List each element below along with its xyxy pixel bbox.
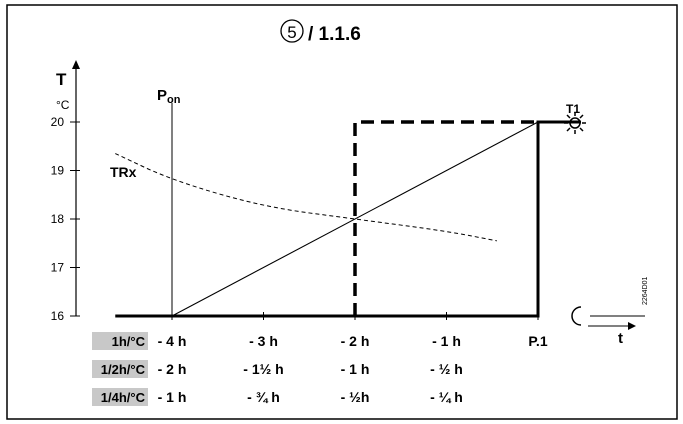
row-label-bg — [92, 360, 148, 378]
table-cell: - 4 h — [158, 333, 187, 349]
heating-ramp-line — [171, 121, 539, 317]
row-label: 1/2h/°C — [101, 362, 146, 377]
table-cell: - 3 h — [249, 333, 278, 349]
y-axis-arrow — [72, 60, 80, 69]
x-axis-symbol: t — [618, 330, 623, 347]
trx-curve — [115, 153, 497, 242]
setpoint-step-dashed — [353, 120, 538, 316]
table-cell: - 1 h — [432, 333, 461, 349]
table-cell: - ¾ h — [247, 389, 280, 405]
y-tick-label: 16 — [51, 309, 65, 323]
time-arrow-head — [628, 322, 636, 330]
table-cell: - 1 h — [341, 361, 370, 377]
trx-label: TRx — [110, 164, 137, 180]
y-axis-unit: °C — [56, 98, 70, 112]
y-tick-label: 18 — [51, 212, 65, 226]
y-axis-symbol: T — [56, 70, 67, 89]
table-cell: - 1½ h — [243, 361, 283, 377]
table-cell: P.1 — [528, 333, 547, 349]
reference-code: / 1.1.6 — [308, 24, 361, 45]
y-tick-label: 17 — [51, 261, 65, 275]
moon-icon — [571, 306, 582, 326]
table-cell: - ¼ h — [430, 389, 463, 405]
y-ticks: 16 17 18 19 20 — [51, 115, 80, 323]
table-cell: - 1 h — [158, 389, 187, 405]
sun-icon — [564, 112, 586, 134]
table-cell: - ½ h — [430, 361, 463, 377]
y-tick-label: 20 — [51, 115, 65, 129]
setpoint-profile-solid — [115, 120, 582, 318]
row-label-bg — [92, 332, 148, 350]
pon-label: Pon — [157, 87, 181, 106]
series-group — [115, 120, 582, 320]
row-label: 1/4h/°C — [101, 390, 146, 405]
time-constant-table: 1h/°C - 4 h - 3 h - 2 h - 1 h P.1 1/2h/°C - 2 h… — [92, 332, 548, 406]
row-label: 1h/°C — [112, 334, 146, 349]
document-code: 2264D01 — [642, 276, 649, 305]
circled-number-ring — [280, 19, 304, 43]
table-cell: - ½h — [341, 389, 370, 405]
row-label-bg — [92, 388, 148, 406]
outer-border — [6, 4, 678, 420]
table-cell: - 2 h — [341, 333, 370, 349]
t1-label: T1 — [566, 102, 580, 116]
table-cell: - 2 h — [158, 361, 187, 377]
y-tick-label: 19 — [51, 164, 65, 178]
circled-number: 5 — [287, 23, 296, 42]
